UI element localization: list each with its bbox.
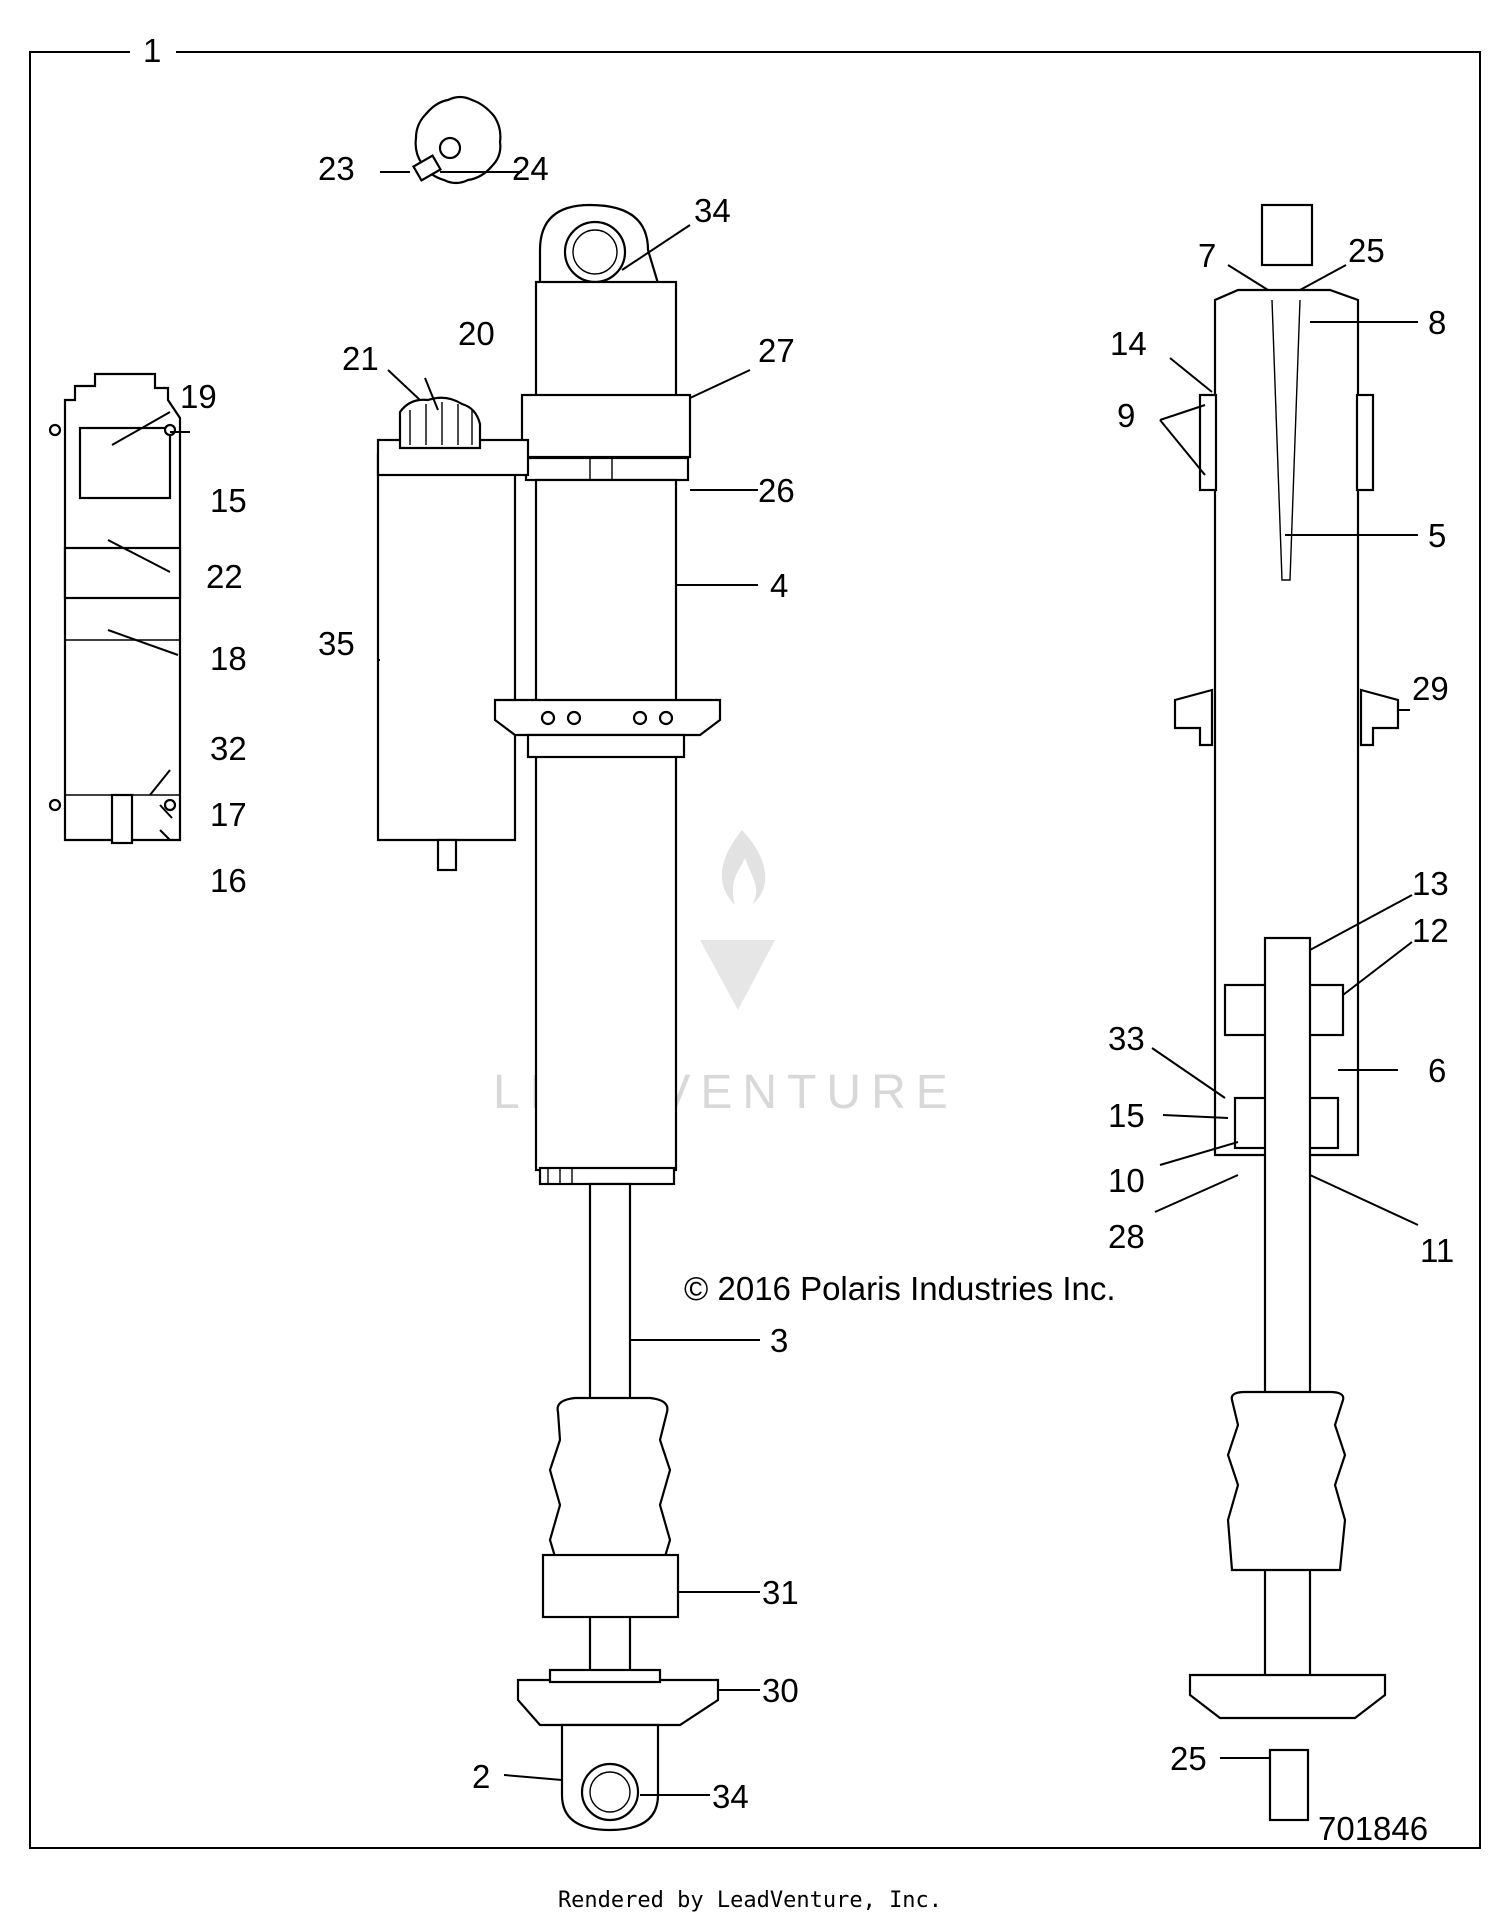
- diagram-frame: [29, 51, 1481, 1849]
- callout-22: 22: [206, 558, 243, 595]
- render-credit: Rendered by LeadVenture, Inc.: [557, 1888, 943, 1913]
- reservoir-section: [48, 372, 182, 845]
- callout-labels: 1 19 15 22 18 32 17 16 23 24 34 21 20 27…: [143, 32, 1454, 1815]
- callout-11: 11: [1420, 1232, 1454, 1269]
- callout-9: 9: [1117, 397, 1135, 434]
- callout-34-top: 34: [694, 192, 731, 229]
- adjuster-knob-detail: [411, 95, 502, 185]
- callout-35: 35: [318, 625, 355, 662]
- callout-6: 6: [1428, 1052, 1446, 1089]
- callout-15-right: 15: [1108, 1097, 1145, 1134]
- callout-30: 30: [762, 1672, 799, 1709]
- callout-25-top: 25: [1348, 232, 1385, 269]
- cross-section-assembly: [1173, 203, 1400, 1822]
- callout-4: 4: [770, 567, 788, 604]
- callout-21: 21: [342, 340, 379, 377]
- figure-number: 701846: [1318, 1810, 1429, 1847]
- callout-14: 14: [1110, 325, 1147, 362]
- callout-27: 27: [758, 332, 795, 369]
- callout-32: 32: [210, 730, 247, 767]
- callout-15-left: 15: [210, 482, 247, 519]
- callout-24: 24: [512, 150, 549, 187]
- callout-18: 18: [210, 640, 247, 677]
- callout-31: 31: [762, 1574, 799, 1611]
- callout-29: 29: [1412, 670, 1449, 707]
- copyright-notice: © 2016 Polaris Industries Inc.: [684, 1270, 1116, 1307]
- callout-17: 17: [210, 796, 247, 833]
- callout-7: 7: [1198, 237, 1216, 274]
- callout-5: 5: [1428, 517, 1446, 554]
- callout-33: 33: [1108, 1020, 1145, 1057]
- leader-lines: [107, 171, 1419, 1796]
- callout-13: 13: [1412, 865, 1449, 902]
- callout-10: 10: [1108, 1162, 1145, 1199]
- callout-19: 19: [180, 378, 217, 415]
- callout-8: 8: [1428, 304, 1446, 341]
- callout-28: 28: [1108, 1218, 1145, 1255]
- callout-16: 16: [210, 862, 247, 899]
- callout-34-bottom: 34: [712, 1778, 749, 1815]
- main-shock-assembly: [376, 203, 722, 1832]
- callout-3: 3: [770, 1322, 788, 1359]
- callout-25-bottom: 25: [1170, 1740, 1207, 1777]
- callout-2: 2: [472, 1758, 490, 1795]
- callout-20: 20: [458, 315, 495, 352]
- callout-1: 1: [143, 32, 161, 69]
- callout-26: 26: [758, 472, 795, 509]
- callout-12: 12: [1412, 912, 1449, 949]
- callout-23: 23: [318, 150, 355, 187]
